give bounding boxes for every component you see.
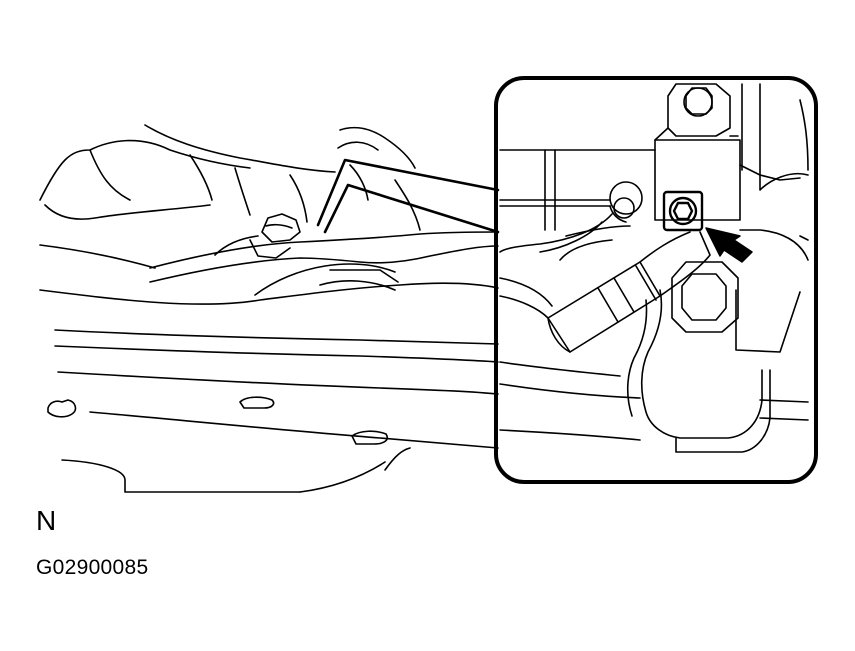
- figure-code: G02900085: [36, 556, 149, 579]
- overview-drawing: [40, 125, 498, 492]
- view-label: N: [36, 505, 57, 536]
- detail-inset: [496, 78, 816, 482]
- bolt-icon: [664, 192, 702, 230]
- arrow-icon: [706, 228, 752, 262]
